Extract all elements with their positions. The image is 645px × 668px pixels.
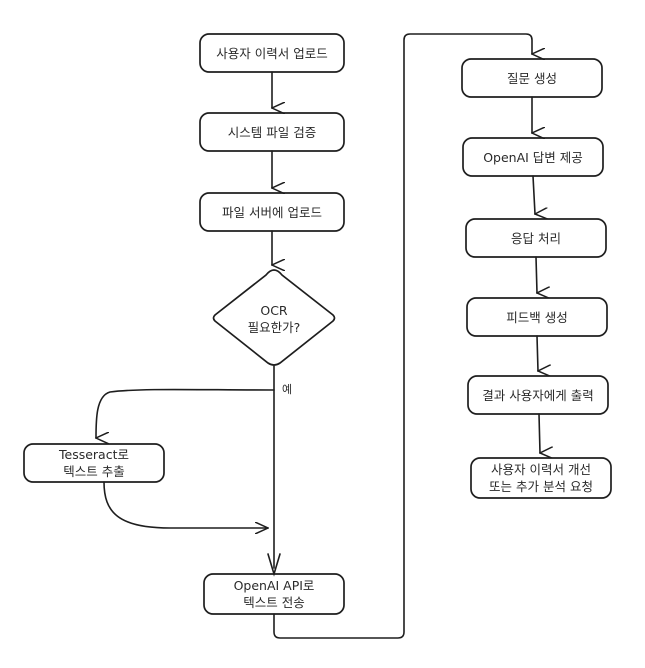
node-label-output-result: 결과 사용자에게 출력 [482, 387, 594, 403]
edge-gen-feedback-to-output-result [536, 335, 538, 371]
edge-process-response-to-gen-feedback [535, 256, 537, 293]
arrowhead-into-send-openai [267, 553, 281, 577]
edge-ocr-needed-to-tesseract [96, 388, 275, 439]
node-label-improve-request: 사용자 이력서 개선 또는 추가 분석 요청 [489, 462, 593, 494]
node-label-send-openai: OpenAI API로 텍스트 전송 [233, 578, 315, 610]
edge-tesseract-to-send-openai [103, 481, 268, 528]
edge-label-yes: 예 [282, 383, 293, 396]
node-label-gen-feedback: 피드백 생성 [506, 309, 568, 325]
edge-send-openai-to-gen-questions [273, 33, 532, 639]
node-label-tesseract: Tesseract로 텍스트 추출 [59, 447, 129, 479]
node-label-openai-answer: OpenAI 답변 제공 [483, 149, 583, 165]
node-label-ocr-needed: OCR 필요한가? [247, 303, 301, 335]
node-label-upload-server: 파일 서버에 업로드 [222, 204, 322, 220]
node-label-process-response: 응답 처리 [511, 230, 561, 246]
node-label-gen-questions: 질문 생성 [507, 70, 557, 86]
node-shape-tesseract [23, 443, 165, 483]
edge-openai-answer-to-process-response [532, 175, 535, 214]
edge-output-result-to-improve-request [538, 413, 540, 453]
node-label-upload-resume: 사용자 이력서 업로드 [216, 45, 328, 61]
node-label-validate-file: 시스템 파일 검증 [227, 124, 317, 140]
node-shape-ocr-needed [212, 269, 336, 366]
